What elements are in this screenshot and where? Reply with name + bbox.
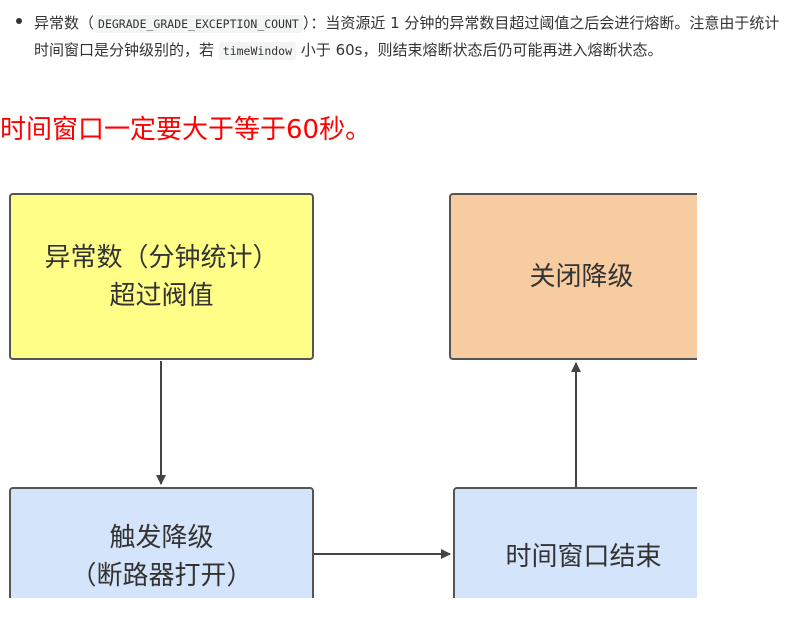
node-window-end: 时间窗口结束 <box>453 487 697 598</box>
inline-code-timewindow: timeWindow <box>218 42 297 60</box>
node-trigger-degrade-label: 触发降级 （断路器打开） <box>70 523 253 591</box>
bullet-text-part2: 小于 60s，则结束熔断状态后仍可能再进入熔断状态。 <box>296 41 663 59</box>
bullet-dot-icon <box>16 18 22 24</box>
node-exception-count: 异常数（分钟统计） 超过阀值 <box>9 193 314 360</box>
flow-diagram: 异常数（分钟统计） 超过阀值 关闭降级 触发降级 （断路器打开） 时间窗口结束 <box>0 180 697 598</box>
node-trigger-degrade: 触发降级 （断路器打开） <box>9 487 314 598</box>
node-exception-count-label: 异常数（分钟统计） 超过阀值 <box>44 242 279 311</box>
bullet-term: 异常数 <box>34 14 80 32</box>
bullet-list-item: 异常数（DEGRADE_GRADE_EXCEPTION_COUNT）：当资源近 … <box>14 10 784 64</box>
bullet-close-paren: ） <box>302 14 311 32</box>
diagram-connectors <box>156 361 581 559</box>
bullet-text-part1: ：当资源近 1 分钟的异常数目超过阈值之后会进行熔断。注意由于统计时间窗口是分钟… <box>34 14 780 59</box>
node-close-degrade-label: 关闭降级 <box>529 261 634 292</box>
node-window-end-label: 时间窗口结束 <box>505 542 662 572</box>
bullet-paragraph: 异常数（DEGRADE_GRADE_EXCEPTION_COUNT）：当资源近 … <box>34 10 784 64</box>
red-heading: 时间窗口一定要大于等于60秒。 <box>0 115 372 145</box>
bullet-open-paren: （ <box>79 14 95 32</box>
inline-code-grade: DEGRADE_GRADE_EXCEPTION_COUNT <box>94 15 303 33</box>
node-close-degrade: 关闭降级 <box>449 193 697 360</box>
